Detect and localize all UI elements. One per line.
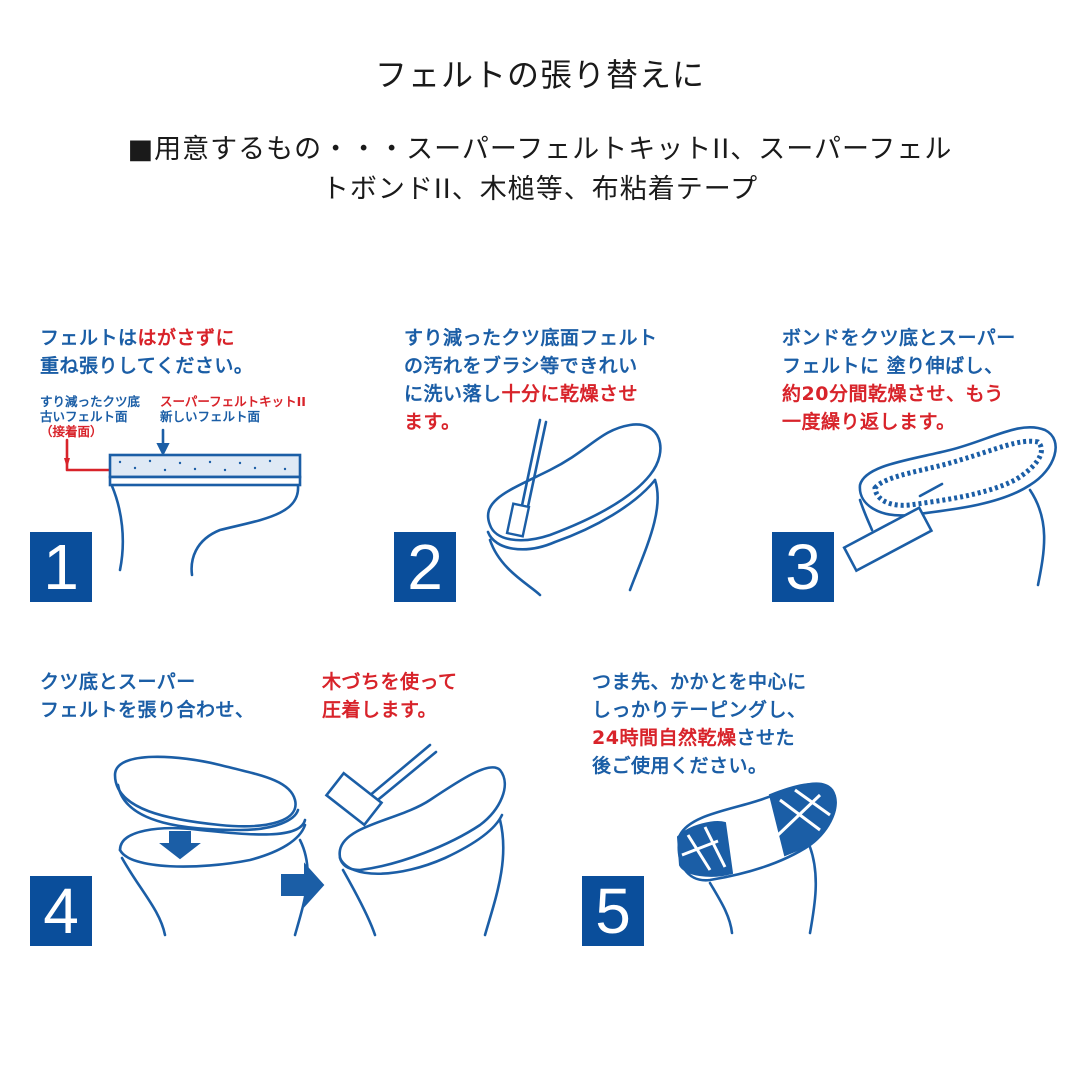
step-5-illustration (676, 782, 837, 935)
arrow-head (64, 458, 70, 468)
caption-text: 後ご使用ください。 (592, 755, 768, 777)
step-number-badge: 2 (394, 532, 456, 602)
old-felt-layer (108, 475, 302, 487)
caption-text-red: 十分に乾燥させ (501, 383, 639, 405)
mallet-handle (366, 750, 438, 810)
boot-outline (120, 856, 167, 937)
bond-texture (872, 438, 1044, 508)
boot-outline (483, 818, 505, 937)
boot-outline (808, 845, 818, 935)
caption-text-red: ます。 (404, 411, 461, 433)
caption-text-red: 一度繰り返します。 (782, 411, 956, 433)
requirements-line-2: トボンドII、木槌等、布粘着テープ (321, 174, 759, 205)
step-4-caption-a: クツ底とスーパー フェルトを張り合わせ、 (40, 668, 255, 724)
new-felt-layer (108, 453, 302, 479)
arrow-head (156, 443, 170, 457)
bond-tube (842, 505, 934, 573)
boot-outline (341, 868, 377, 937)
sole-outline (118, 818, 307, 852)
caption-text-red: 約20分間乾燥させ、もう (782, 383, 1004, 405)
arrow-line (65, 438, 112, 472)
label-new-felt: スーパーフェルトキットII 新しいフェルト面 (160, 394, 306, 424)
brush-handle (524, 420, 548, 518)
sole-edge (486, 478, 657, 551)
brush-handle (518, 418, 542, 517)
tape-wrap-toe (676, 821, 734, 877)
step-2-illustration (486, 418, 662, 597)
felt-texture (118, 459, 287, 472)
felt-sheet-edge (116, 783, 300, 832)
caption-text: しっかりテーピングし、 (592, 699, 807, 721)
sole-outline (338, 766, 506, 872)
caption-text: 重ね張りしてください。 (40, 355, 254, 377)
step-1-illustration (64, 428, 302, 577)
sole-outline (486, 423, 662, 542)
caption-text: フェルトに 塗り伸ばし、 (782, 355, 1004, 377)
caption-text: に洗い落し (404, 383, 502, 405)
label-line: 古いフェルト面 (40, 409, 128, 424)
caption-text: の汚れをブラシ等できれい (404, 355, 638, 377)
mallet-head (324, 771, 384, 827)
down-arrow-icon (159, 831, 201, 860)
caption-text: フェルトは (40, 327, 138, 349)
step-1-caption: フェルトははがさずに 重ね張りしてください。 (40, 324, 253, 380)
boot-outline (628, 478, 659, 592)
brush-head (505, 502, 531, 538)
right-arrow-icon (281, 862, 325, 908)
step-number-badge: 1 (30, 532, 92, 602)
step-4-illustration (113, 743, 506, 937)
boot-outline (858, 498, 874, 532)
step-4-caption-b: 木づちを使って 圧着します。 (322, 668, 458, 724)
requirements-line-1: ■用意するもの・・・スーパーフェルトキットII、スーパーフェル (127, 134, 953, 165)
tape-wrap-heel (768, 782, 837, 857)
boot-outline (1028, 488, 1046, 587)
step-3-illustration (842, 425, 1057, 587)
sole-edge (118, 823, 307, 868)
boot-outline (110, 484, 125, 572)
step-3-caption: ボンドをクツ底とスーパー フェルトに 塗り伸ばし、 約20分間乾燥させ、もう 一… (782, 324, 1016, 436)
mallet-handle (360, 743, 432, 804)
caption-text: ボンドをクツ底とスーパー (782, 327, 1016, 349)
caption-text: つま先、かかとを中心に (592, 671, 807, 693)
caption-text-red: 木づちを使って (322, 671, 458, 693)
sole-edge (338, 813, 504, 876)
caption-text: させた (736, 727, 795, 749)
label-old-felt: すり減ったクツ底 古いフェルト面 （接着面） (40, 394, 140, 439)
label-line: すり減ったクツ底 (40, 394, 141, 409)
page-title: フェルトの張り替えに (374, 56, 705, 94)
step-number-badge: 5 (582, 876, 644, 946)
caption-text: クツ底とスーパー (40, 671, 196, 693)
step-number-badge: 3 (772, 532, 834, 602)
caption-text-red: 圧着します。 (322, 699, 438, 721)
step-2-caption: すり減ったクツ底面フェルト の汚れをブラシ等できれい に洗い落し十分に乾燥させ … (404, 324, 658, 436)
boot-outline (488, 538, 542, 597)
requirements-text: ■用意するもの・・・スーパーフェルトキットII、スーパーフェル トボンドII、木… (90, 130, 990, 210)
step-5-caption: つま先、かかとを中心に しっかりテーピングし、 24時間自然乾燥させた 後ご使用… (592, 668, 807, 780)
felt-sheet (113, 755, 297, 828)
caption-text-red: 24時間自然乾燥 (592, 727, 737, 749)
caption-text-red: はがさずに (137, 327, 236, 349)
label-line: （接着面） (40, 424, 103, 439)
boot-outline (190, 484, 300, 577)
label-line: 新しいフェルト面 (160, 409, 261, 424)
caption-text: すり減ったクツ底面フェルト (404, 327, 658, 349)
step-number-badge: 4 (30, 876, 92, 946)
label-line: スーパーフェルトキットII (160, 394, 306, 409)
bond-tube-nozzle (918, 482, 944, 498)
boot-outline (708, 881, 734, 935)
caption-text: フェルトを張り合わせ、 (40, 699, 255, 721)
